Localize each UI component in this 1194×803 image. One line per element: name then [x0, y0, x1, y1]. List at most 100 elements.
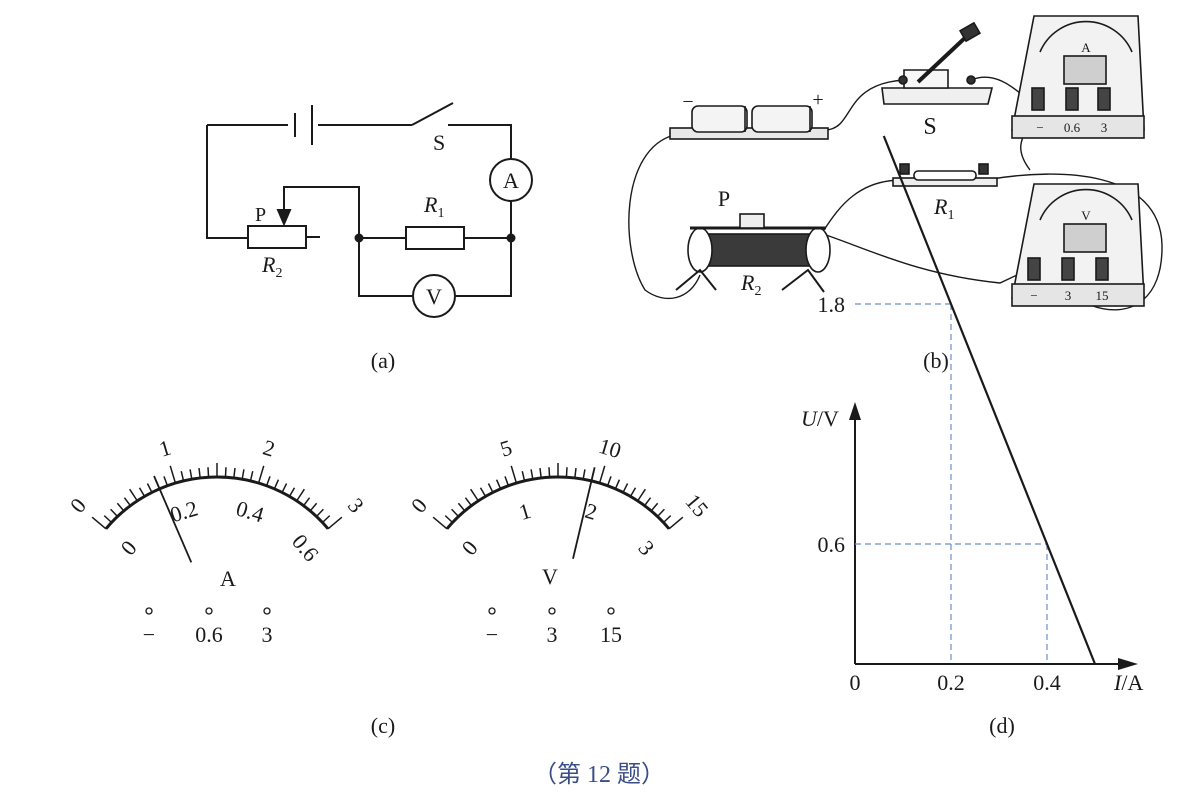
ammeter-symbol-label: A: [503, 168, 519, 193]
scale-tick: [495, 479, 502, 490]
scale-tick: [169, 465, 177, 484]
ammeter-terminal-label: 3: [262, 622, 273, 647]
voltmeter-outer-label: 0: [406, 493, 432, 517]
scale-tick: [281, 483, 288, 493]
voltmeter-terminal-label: −: [486, 622, 498, 647]
ui-graph: 0 0.2 0.4 1.8 0.6 U/V I/A: [801, 135, 1143, 695]
scale-tick: [163, 476, 169, 487]
resistor-r1-device: [892, 163, 998, 187]
scale-tick: [302, 497, 311, 507]
scale-tick: [504, 476, 510, 487]
voltmeter-terminal-label: −: [1030, 288, 1037, 303]
voltmeter-terminal-label: 3: [1065, 288, 1072, 303]
terminal-post: [548, 607, 556, 615]
voltmeter-scale-arc: [445, 475, 671, 530]
ammeter-outer-label: 2: [260, 435, 278, 462]
terminal-post: [263, 607, 271, 615]
question-label: （第 12 题）: [533, 761, 665, 788]
graph-guides: [855, 303, 1048, 664]
scale-tick: [309, 502, 318, 512]
r1-label: R1: [423, 192, 444, 221]
circuit-wires: [206, 124, 512, 297]
ammeter-terminal-label: 0.6: [195, 622, 223, 647]
scale-tick: [273, 479, 280, 490]
terminal-post: [607, 607, 615, 615]
knife-switch: [881, 21, 994, 105]
y-axis-label: U/V: [801, 406, 839, 431]
battery-minus-label: −: [682, 91, 693, 113]
data-line: [882, 135, 1097, 665]
ammeter-terminal-label: 0.6: [1064, 120, 1081, 135]
r2-label: R2: [261, 252, 282, 281]
scale-tick: [327, 516, 343, 530]
scale-tick: [123, 497, 132, 507]
ammeter-device-symbol: A: [1081, 40, 1091, 55]
ammeter-outer-label: 0: [65, 493, 91, 517]
battery-plus-label: +: [812, 89, 823, 111]
scale-tick: [464, 497, 473, 507]
scale-tick: [629, 487, 637, 497]
scale-tick: [241, 469, 245, 480]
ammeter-inner-label: 0.6: [287, 529, 324, 566]
scale-tick: [614, 479, 621, 490]
scale-tick: [91, 516, 107, 530]
scale-tick: [479, 487, 487, 497]
scale-tick: [530, 469, 534, 480]
origin-label: 0: [850, 670, 861, 695]
switch-blade: [411, 102, 454, 126]
scale-tick: [224, 467, 227, 478]
voltmeter-scale-ticks: [432, 463, 684, 530]
resistor-r1: [405, 226, 465, 250]
ammeter-outer-label: 3: [343, 493, 369, 517]
caption-b: (b): [923, 348, 949, 373]
ammeter-needle: [153, 475, 193, 563]
scale-tick: [457, 502, 466, 512]
terminal-post: [205, 607, 213, 615]
ammeter-terminal-label: −: [143, 622, 155, 647]
scale-tick: [138, 487, 146, 497]
slider-label: P: [255, 204, 266, 226]
voltmeter-terminal-label: 15: [1096, 288, 1109, 303]
scale-tick: [288, 487, 296, 497]
scale-tick: [451, 508, 460, 518]
rheostat-device: [675, 213, 831, 293]
voltmeter-dial: 0 5 10 15 0 1 2 3 V − 3 15: [406, 433, 714, 647]
scale-tick: [189, 469, 193, 480]
slider-p-arrow: [276, 209, 292, 227]
caption-c: (c): [371, 713, 395, 738]
scale-tick: [233, 467, 236, 479]
voltmeter-needle: [572, 467, 596, 559]
scale-tick: [650, 502, 659, 512]
scale-tick: [198, 467, 201, 479]
scale-tick: [637, 488, 646, 502]
scale-tick: [103, 515, 113, 524]
scale-tick: [662, 515, 672, 524]
voltmeter-outer-label: 15: [680, 489, 713, 522]
y-tick-label: 0.6: [818, 532, 846, 557]
scale-tick: [574, 467, 577, 479]
ammeter-dial: 0 1 2 3 0 0.2 0.4 0.6 A − 0.6 3: [65, 435, 369, 647]
voltmeter-inner-label: 0: [456, 536, 482, 560]
x-axis-arrow: [1118, 658, 1138, 670]
slider-label-b: P: [718, 186, 730, 211]
scale-tick: [539, 467, 542, 479]
scale-tick: [487, 483, 494, 493]
apparatus-diagram-b: [628, 15, 1163, 311]
ammeter-inner-label: 0.4: [233, 495, 267, 527]
x-axis-label: I/A: [1113, 670, 1143, 695]
scale-tick: [110, 508, 119, 518]
ammeter-unit-symbol: A: [220, 566, 236, 591]
y-tick-label: 1.8: [818, 292, 846, 317]
voltmeter-terminal-label: 15: [600, 622, 622, 647]
scale-tick: [622, 483, 629, 493]
scale-tick: [582, 469, 586, 480]
scale-tick: [548, 467, 551, 478]
voltmeter-inner-label: 2: [582, 498, 600, 525]
scale-tick: [668, 516, 684, 530]
scale-tick: [265, 476, 271, 487]
scale-tick: [606, 476, 612, 487]
scale-tick: [249, 471, 254, 482]
scale-tick: [598, 465, 606, 484]
voltmeter-outer-label: 10: [596, 433, 624, 463]
junction-dot: [506, 233, 516, 243]
